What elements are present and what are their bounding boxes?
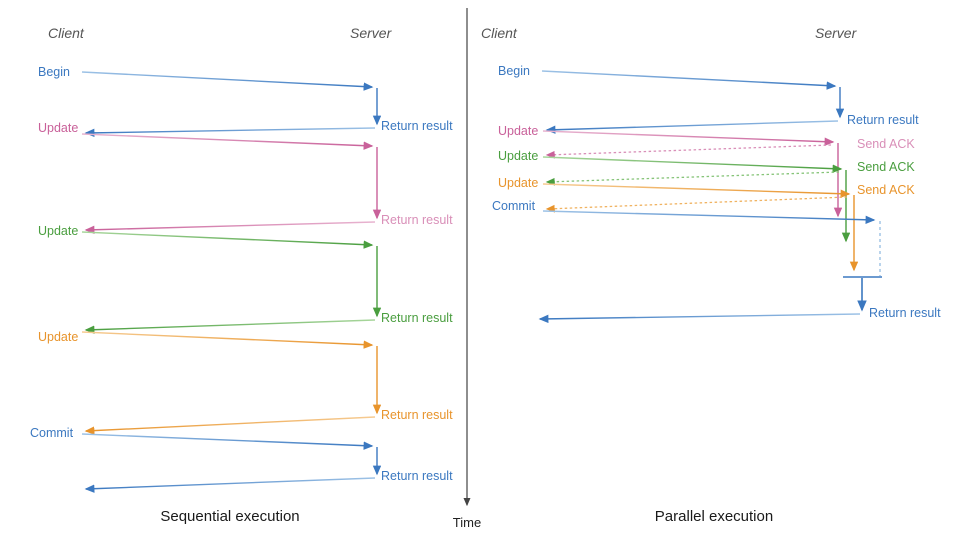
message-label-return-result-2: Return result — [381, 213, 453, 227]
time-axis-label: Time — [453, 515, 481, 530]
message-update-parallel-2: Update — [498, 149, 843, 173]
message-return-result-2: Return result — [84, 213, 453, 234]
time-axis: Time — [453, 8, 481, 530]
message-label-begin: Begin — [38, 65, 70, 79]
message-label-return-result-parallel-1: Return result — [847, 113, 919, 127]
message-label-commit-parallel: Commit — [492, 199, 536, 213]
message-label-send-ack-2: Send ACK — [857, 160, 915, 174]
message-return-result-1: Return result — [84, 119, 453, 138]
message-begin: Begin — [38, 65, 374, 91]
message-label-return-result-4: Return result — [381, 408, 453, 422]
message-label-return-result-1: Return result — [381, 119, 453, 133]
panel-sequential: Client Server Begin Return result Update… — [30, 25, 453, 525]
message-label-begin-parallel: Begin — [498, 64, 530, 78]
lane-header-server-parallel: Server — [815, 25, 858, 41]
message-return-result-3: Return result — [84, 311, 453, 334]
message-label-update-2: Update — [38, 224, 78, 238]
message-send-ack-3: Send ACK — [545, 183, 915, 213]
message-update-3: Update — [38, 330, 374, 349]
message-send-ack-2: Send ACK — [545, 160, 915, 186]
message-label-return-result-5: Return result — [381, 469, 453, 483]
message-commit: Commit — [30, 426, 374, 450]
message-update-parallel-3: Update — [498, 176, 851, 198]
message-begin-parallel: Begin — [498, 64, 837, 90]
message-label-send-ack-1: Send ACK — [857, 137, 915, 151]
message-return-result-5: Return result — [84, 469, 453, 493]
message-return-result-parallel-2: Return result — [538, 306, 941, 324]
message-return-result-4: Return result — [84, 408, 453, 435]
message-label-return-result-3: Return result — [381, 311, 453, 325]
panel-parallel: Client Server Begin Return result Update… — [481, 25, 941, 525]
message-commit-parallel: Commit — [492, 199, 876, 224]
panel-caption-parallel: Parallel execution — [655, 508, 773, 525]
message-label-update-parallel-1: Update — [498, 124, 538, 138]
message-update-parallel-1: Update — [498, 124, 835, 146]
message-label-update-parallel-2: Update — [498, 149, 538, 163]
lane-header-client: Client — [48, 25, 85, 41]
message-label-return-result-parallel-2: Return result — [869, 306, 941, 320]
message-send-ack-1: Send ACK — [545, 137, 915, 159]
message-label-update-3: Update — [38, 330, 78, 344]
message-label-commit: Commit — [30, 426, 74, 440]
lane-header-server: Server — [350, 25, 393, 41]
message-update-2: Update — [38, 224, 374, 249]
lane-header-client-parallel: Client — [481, 25, 518, 41]
panel-caption-sequential: Sequential execution — [160, 508, 299, 525]
message-return-result-parallel-1: Return result — [545, 113, 919, 134]
message-label-update-parallel-3: Update — [498, 176, 538, 190]
message-label-update-1: Update — [38, 121, 78, 135]
message-update-1: Update — [38, 121, 374, 150]
message-label-send-ack-3: Send ACK — [857, 183, 915, 197]
